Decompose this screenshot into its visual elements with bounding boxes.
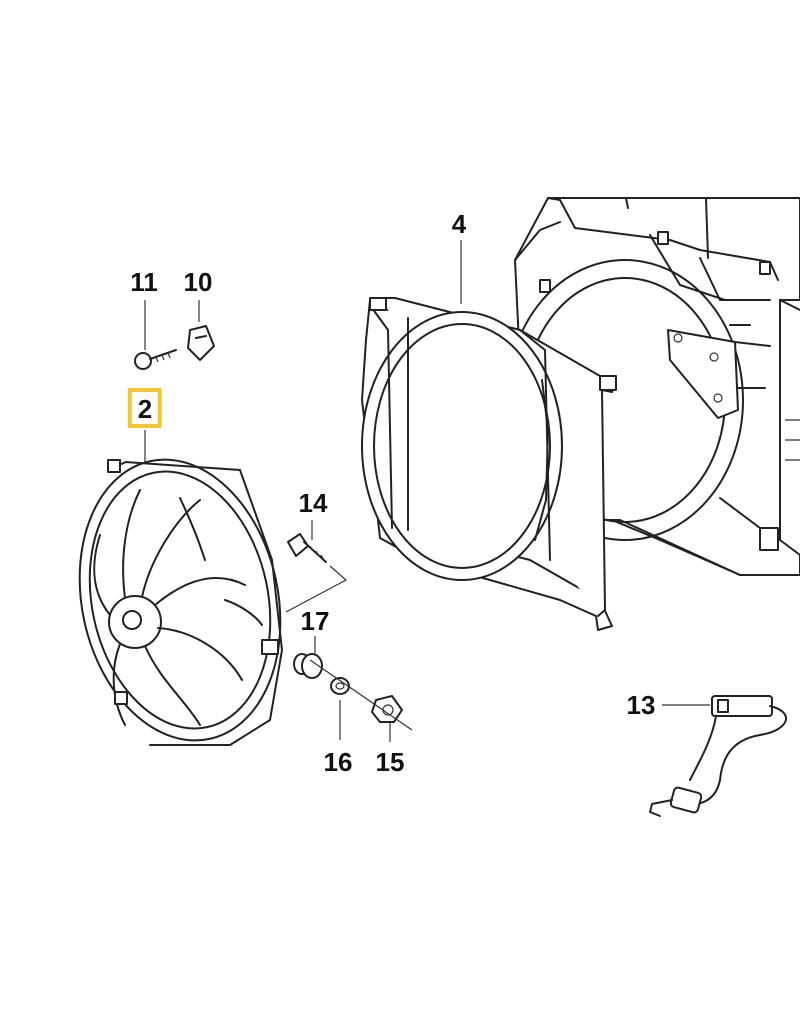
screw-11 bbox=[134, 349, 177, 370]
part-label-17: 17 bbox=[300, 606, 330, 636]
part-label-13: 13 bbox=[626, 690, 656, 720]
part-label-11: 11 bbox=[130, 267, 158, 297]
part-label-10: 10 bbox=[183, 267, 213, 297]
part-label-14: 14 bbox=[298, 488, 328, 518]
part-label-15: 15 bbox=[375, 747, 405, 777]
hardware-axis-line bbox=[309, 659, 413, 731]
fan-assembly bbox=[78, 458, 283, 746]
part-label-4: 4 bbox=[451, 209, 467, 239]
part-label-2-highlighted: 2 bbox=[127, 388, 163, 428]
bushing-17 bbox=[293, 653, 323, 679]
nut-15 bbox=[371, 695, 403, 723]
bolt-14 bbox=[287, 533, 327, 563]
fan-shroud bbox=[361, 297, 617, 631]
resistor-13 bbox=[649, 695, 787, 817]
leader-lines bbox=[144, 240, 710, 742]
clip-10 bbox=[187, 325, 215, 361]
mounting-line bbox=[285, 565, 348, 613]
part-label-16: 16 bbox=[323, 747, 353, 777]
washer-16 bbox=[330, 677, 350, 695]
